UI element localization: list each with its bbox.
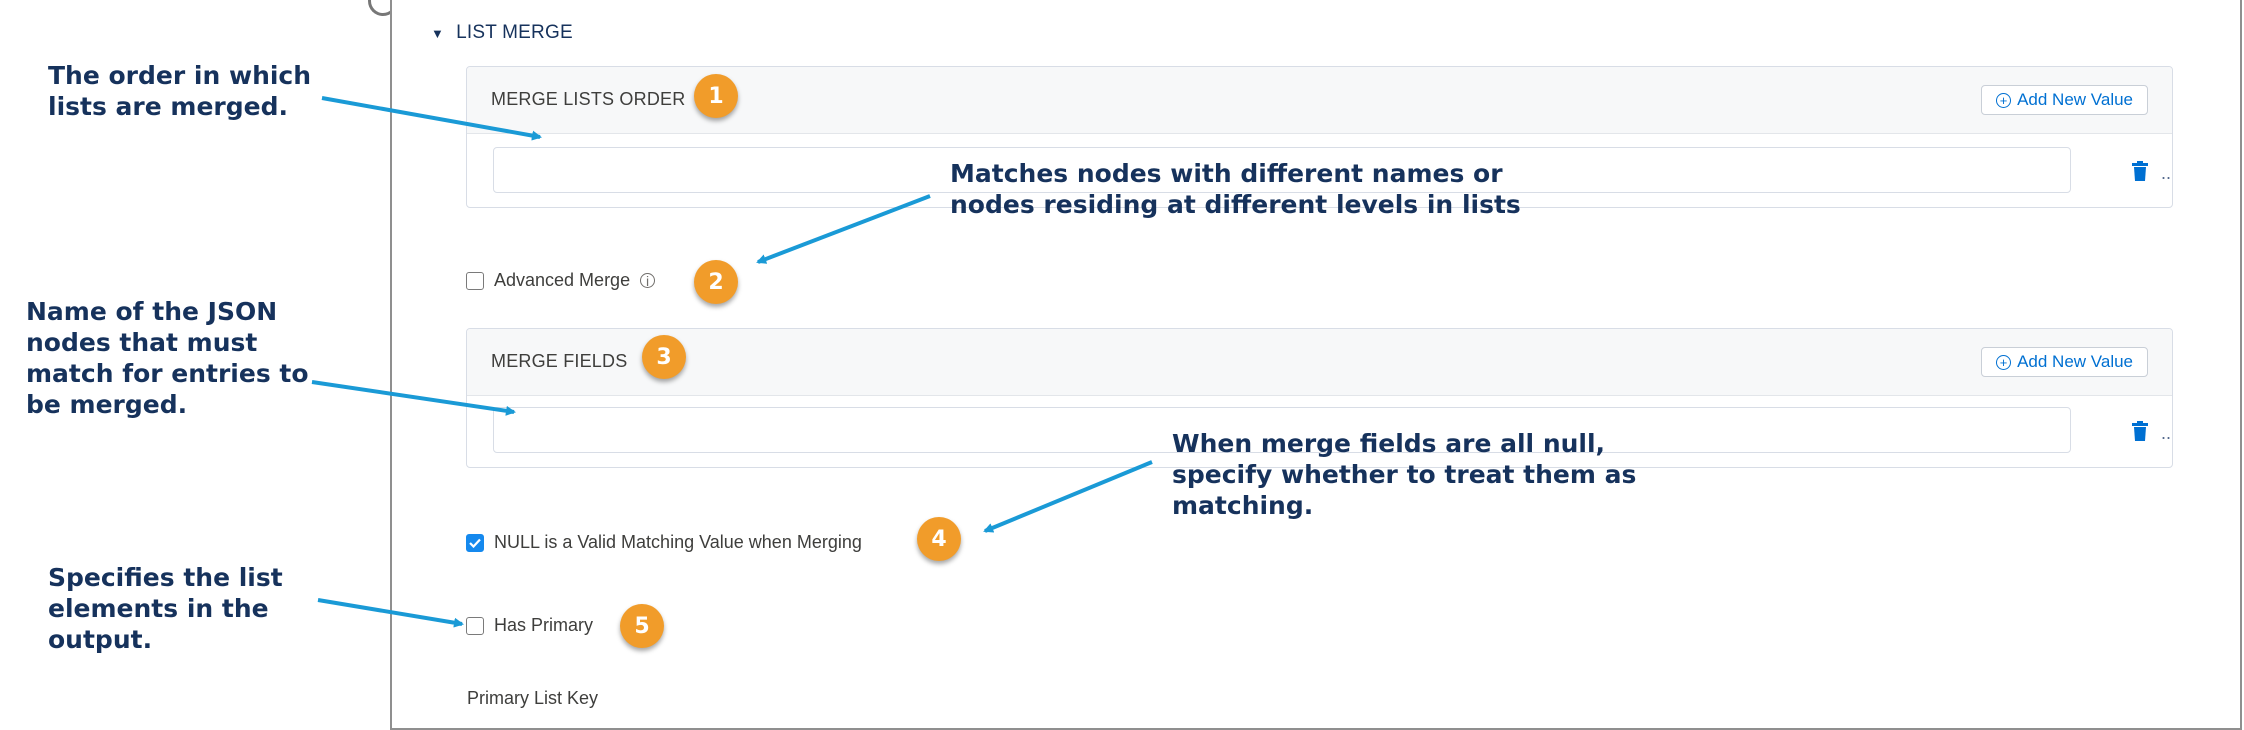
primary-list-key-label: Primary List Key xyxy=(467,688,599,708)
merge-fields-header: MERGE FIELDS + Add New Value xyxy=(467,329,2172,396)
badge-4: 4 xyxy=(917,517,961,561)
null-valid-checkbox[interactable] xyxy=(466,533,484,552)
badge-5: 5 xyxy=(620,604,664,648)
merge-lists-order-title: MERGE LISTS ORDER xyxy=(491,89,686,109)
merge-lists-order-delete-icon[interactable] xyxy=(2131,161,2149,181)
callout-line: When merge fields are all null, xyxy=(1172,429,1606,458)
has-primary-row: Has Primary xyxy=(466,615,593,636)
badge-1: 1 xyxy=(694,74,738,118)
callout-merge-order: The order in which lists are merged. xyxy=(48,60,311,122)
null-valid-row: NULL is a Valid Matching Value when Merg… xyxy=(466,532,862,553)
has-primary-label: Has Primary xyxy=(494,615,594,635)
badge-2: 2 xyxy=(694,260,738,304)
merge-fields-title: MERGE FIELDS xyxy=(491,351,628,371)
callout-has-primary: Specifies the list elements in the outpu… xyxy=(48,562,283,655)
list-merge-section-header[interactable]: ▼ LIST MERGE xyxy=(431,22,573,44)
callout-line: elements in the xyxy=(48,594,269,623)
add-button-label: Add New Value xyxy=(2017,352,2133,371)
top-partial-graphic xyxy=(368,0,398,16)
callout-line: specify whether to treat them as xyxy=(1172,460,1637,489)
advanced-merge-checkbox[interactable] xyxy=(466,271,484,290)
merge-fields-add-button[interactable]: + Add New Value xyxy=(1981,347,2148,377)
callout-line: match for entries to xyxy=(26,359,309,388)
checkmark-icon xyxy=(469,538,481,548)
callout-line: output. xyxy=(48,625,153,654)
add-circle-icon: + xyxy=(1996,92,2012,108)
more-icon[interactable]: .. xyxy=(2161,423,2172,443)
badge-3: 3 xyxy=(642,335,686,379)
null-valid-label: NULL is a Valid Matching Value when Merg… xyxy=(494,532,862,552)
callout-line: nodes that must xyxy=(26,328,258,357)
merge-fields-delete-icon[interactable] xyxy=(2131,421,2149,441)
callout-line: matching. xyxy=(1172,491,1314,520)
callout-line: Matches nodes with different names or xyxy=(950,159,1503,188)
add-button-label: Add New Value xyxy=(2017,90,2133,109)
callout-line: lists are merged. xyxy=(48,92,288,121)
add-circle-icon: + xyxy=(1996,354,2012,370)
section-title: LIST MERGE xyxy=(456,22,573,43)
more-icon[interactable]: .. xyxy=(2161,163,2172,183)
has-primary-checkbox[interactable] xyxy=(466,616,484,635)
advanced-merge-row: Advanced Merge i xyxy=(466,270,656,291)
collapse-caret-icon[interactable]: ▼ xyxy=(431,25,445,41)
callout-line: The order in which xyxy=(48,61,312,90)
callout-merge-fields: Name of the JSON nodes that must match f… xyxy=(26,296,309,420)
callout-line: Name of the JSON xyxy=(26,297,278,326)
callout-line: Specifies the list xyxy=(48,563,283,592)
merge-lists-order-box: MERGE LISTS ORDER + Add New Value .. xyxy=(466,66,2173,208)
callout-advanced-merge: Matches nodes with different names or no… xyxy=(950,158,1521,220)
info-icon[interactable]: i xyxy=(640,273,656,288)
callout-line: nodes residing at different levels in li… xyxy=(950,190,1521,219)
callout-null-valid: When merge fields are all null, specify … xyxy=(1172,428,1636,521)
merge-fields-box: MERGE FIELDS + Add New Value .. xyxy=(466,328,2173,468)
merge-lists-order-input[interactable] xyxy=(493,147,2071,193)
merge-lists-order-add-button[interactable]: + Add New Value xyxy=(1981,85,2148,115)
callout-line: be merged. xyxy=(26,390,188,419)
advanced-merge-label: Advanced Merge xyxy=(494,270,631,290)
merge-fields-input[interactable] xyxy=(493,407,2071,453)
